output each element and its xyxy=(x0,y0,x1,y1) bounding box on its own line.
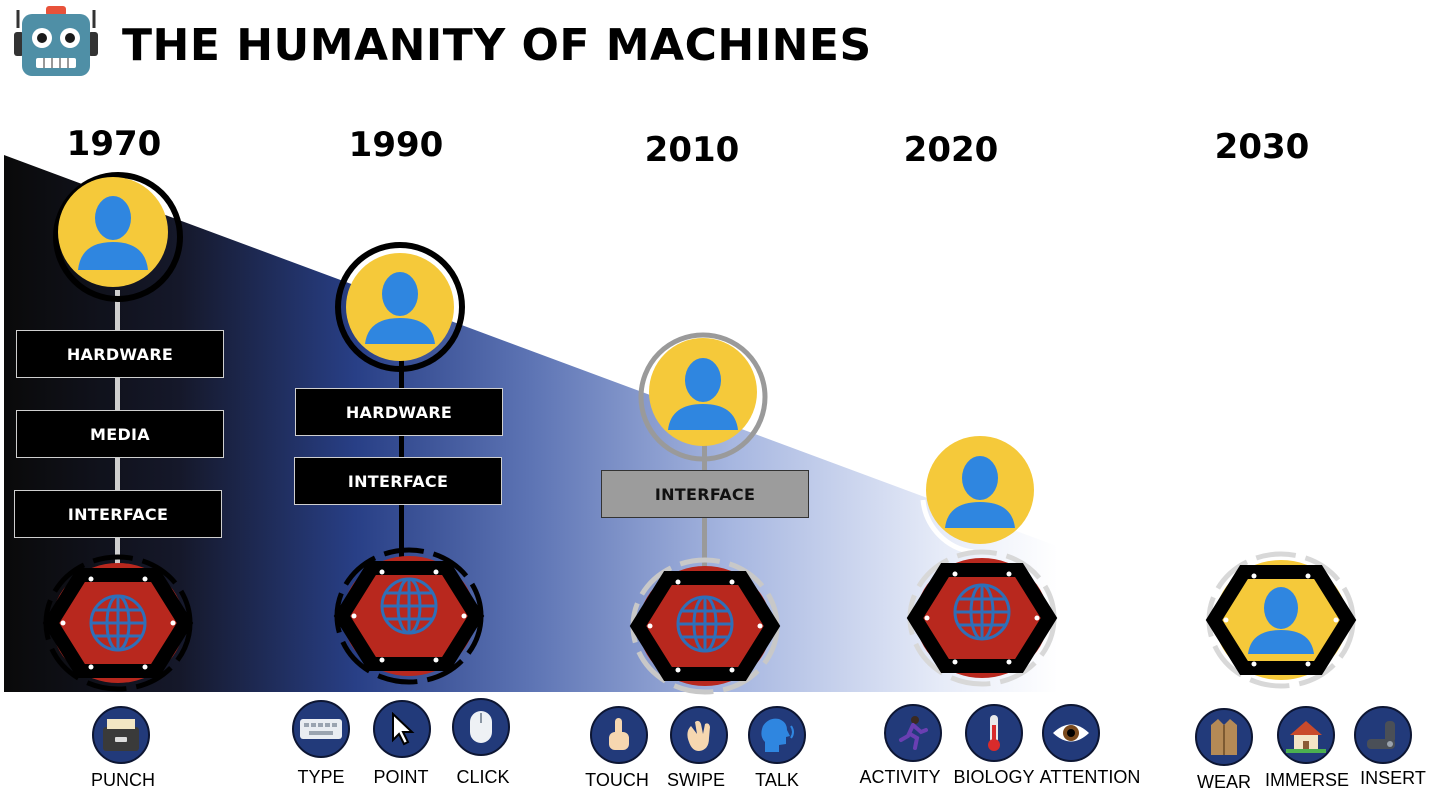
icon-label-click: CLICK xyxy=(456,767,510,787)
person-silhouette-icon xyxy=(668,358,738,430)
globe-icon xyxy=(676,595,734,653)
page-title: THE HUMANITY OF MACHINES xyxy=(122,20,872,71)
layer-box-hardware: HARDWARE xyxy=(16,330,224,378)
icon-label-touch: TOUCH xyxy=(585,770,649,790)
card-file-box-icon xyxy=(92,706,150,764)
globe-icon xyxy=(89,594,147,652)
machine-hub-1970 xyxy=(42,554,194,692)
human-avatar-1990 xyxy=(335,242,465,372)
era-year-1990: 1990 xyxy=(348,125,444,165)
house-icon xyxy=(1277,706,1335,764)
machine-hub-2020 xyxy=(906,549,1058,687)
icon-label-swipe: SWIPE xyxy=(666,770,725,790)
person-silhouette-icon xyxy=(78,196,148,270)
person-silhouette-icon xyxy=(365,272,435,344)
running-person-icon xyxy=(884,704,942,762)
globe-icon xyxy=(953,583,1011,641)
icon-label-immerse: IMMERSE xyxy=(1264,770,1349,790)
icon-label-insert: INSERT xyxy=(1360,768,1426,788)
icon-label-point: POINT xyxy=(373,767,429,787)
machine-hub-2010 xyxy=(629,557,781,695)
eye-icon xyxy=(1042,704,1100,762)
waving-hand-icon xyxy=(670,706,728,764)
layer-box-hardware: HARDWARE xyxy=(295,388,503,436)
layer-box-interface: INTERFACE xyxy=(14,490,222,538)
machine-hub-1990 xyxy=(333,547,485,685)
layer-box-interface: INTERFACE xyxy=(294,457,502,505)
icon-label-talk: TALK xyxy=(755,770,799,790)
robot-face-icon xyxy=(12,4,102,85)
icon-label-activity: ACTIVITY xyxy=(859,767,941,787)
era-year-2020: 2020 xyxy=(903,130,999,170)
human-avatar-2010 xyxy=(638,332,768,462)
coat-icon xyxy=(1195,708,1253,766)
cursor-arrow-icon xyxy=(373,700,431,758)
era-year-2030: 2030 xyxy=(1214,127,1310,167)
mechanical-arm-icon xyxy=(1354,706,1412,764)
person-silhouette-icon xyxy=(1248,587,1314,654)
mouse-icon xyxy=(452,698,510,756)
pointing-finger-icon xyxy=(590,706,648,764)
thermometer-icon xyxy=(965,704,1023,762)
era-year-1970: 1970 xyxy=(66,124,162,164)
icon-label-wear: WEAR xyxy=(1197,772,1251,792)
machine-hub-2030 xyxy=(1205,551,1357,689)
icon-label-biology: BIOLOGY xyxy=(953,767,1035,787)
icon-label-punch: PUNCH xyxy=(90,770,155,790)
layer-box-media: MEDIA xyxy=(16,410,224,458)
keyboard-icon xyxy=(292,700,350,758)
connector-2010 xyxy=(702,445,707,595)
layer-box-interface: INTERFACE xyxy=(601,470,809,518)
human-avatar-1970 xyxy=(53,172,183,302)
speaking-head-icon xyxy=(748,706,806,764)
era-year-2010: 2010 xyxy=(644,130,740,170)
icon-label-type: TYPE xyxy=(297,767,345,787)
person-silhouette-icon xyxy=(945,456,1015,528)
icon-label-attention: ATTENTION xyxy=(1039,767,1141,787)
human-avatar-2020 xyxy=(920,436,1034,555)
globe-icon xyxy=(380,577,438,635)
